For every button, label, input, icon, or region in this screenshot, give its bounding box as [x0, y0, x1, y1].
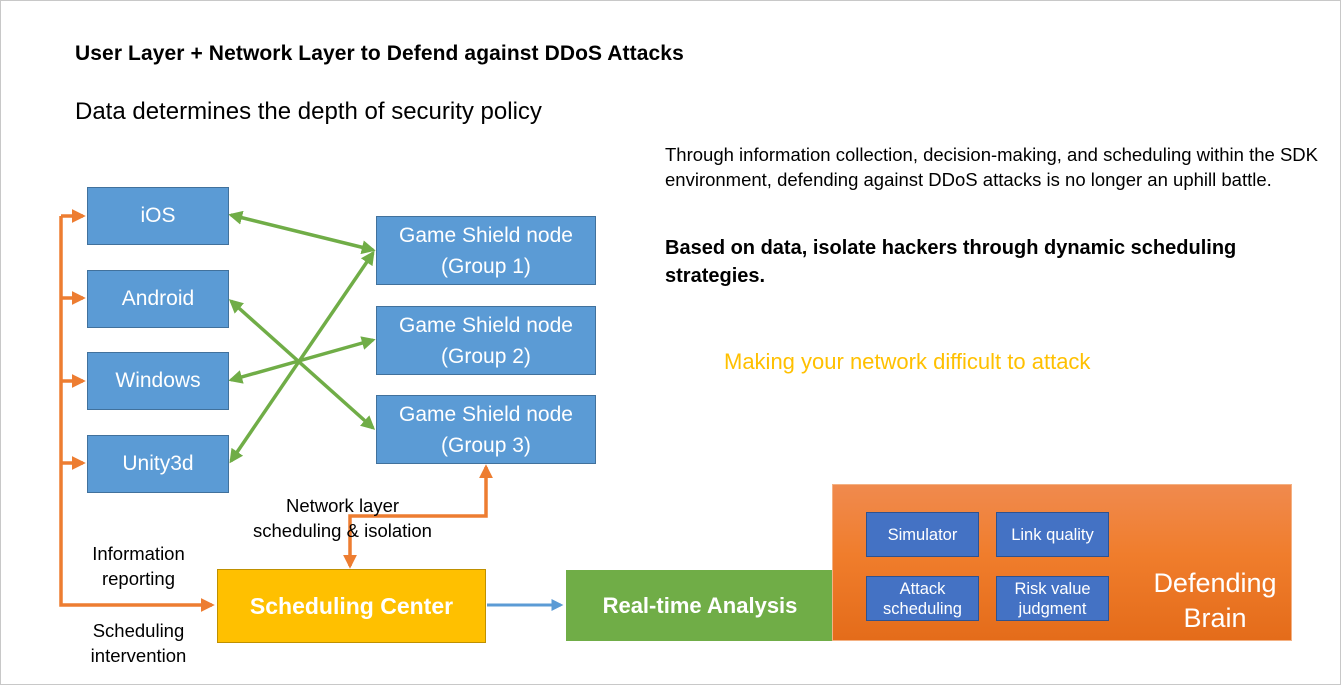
realtime-analysis-label: Real-time Analysis [602, 592, 798, 618]
client-ios[interactable]: iOS [87, 187, 229, 245]
network-layer-label: Network layer scheduling & isolation [240, 493, 445, 543]
link-ios-group1 [228, 210, 376, 255]
slide-subtitle: Data determines the depth of security po… [75, 98, 542, 125]
module-risk-value-judgment[interactable]: Risk value judgment [996, 576, 1109, 621]
shield-node-group1[interactable]: Game Shield node (Group 1) [376, 216, 596, 285]
slide-title: User Layer + Network Layer to Defend aga… [75, 42, 684, 65]
defending-brain-label-line1: Defending [1153, 568, 1277, 598]
client-unity3d[interactable]: Unity3d [87, 435, 229, 493]
module-label-line1: Risk value [1014, 579, 1091, 598]
network-layer-label-line1: Network layer [285, 495, 400, 516]
scheduling-center[interactable]: Scheduling Center [217, 569, 486, 643]
module-label-line2: judgment [1018, 599, 1087, 618]
sched-intervention-label: Scheduling intervention [76, 618, 201, 668]
shield-node-group: (Group 3) [441, 433, 531, 457]
info-reporting-label: Information reporting [76, 541, 201, 591]
info-reporting-label-line2: reporting [101, 568, 175, 589]
network-layer-path [343, 464, 493, 569]
shield-node-name: Game Shield node [399, 402, 573, 426]
module-simulator[interactable]: Simulator [866, 512, 979, 557]
link-android-group3 [228, 299, 376, 430]
defending-brain-label: Defending Brain [1140, 566, 1290, 636]
defending-brain-label-line2: Brain [1183, 603, 1247, 633]
client-label: Unity3d [122, 452, 194, 475]
network-layer-label-line2: scheduling & isolation [253, 520, 432, 541]
module-label-line2: scheduling [883, 599, 962, 618]
shield-node-name: Game Shield node [399, 223, 573, 247]
client-label: Android [121, 287, 195, 310]
module-label-line1: Attack [899, 579, 946, 598]
module-link-quality[interactable]: Link quality [996, 512, 1109, 557]
scheduling-center-label: Scheduling Center [249, 592, 454, 619]
shield-node-group2[interactable]: Game Shield node (Group 2) [376, 306, 596, 375]
description-bold-text: Based on data, isolate hackers through d… [665, 237, 1237, 287]
module-attack-scheduling[interactable]: Attack scheduling [866, 576, 979, 621]
realtime-analysis[interactable]: Real-time Analysis [566, 570, 834, 641]
client-label: iOS [140, 204, 176, 227]
shield-node-group3[interactable]: Game Shield node (Group 3) [376, 395, 596, 464]
description-text: Through information collection, decision… [665, 144, 1318, 190]
tagline: Making your network difficult to attack [724, 349, 1091, 374]
module-label: Link quality [1011, 525, 1094, 544]
client-windows[interactable]: Windows [87, 352, 229, 410]
info-reporting-label-line1: Information [92, 543, 185, 564]
client-label: Windows [115, 369, 201, 392]
info-reporting-bus [59, 216, 215, 612]
shield-node-name: Game Shield node [399, 313, 573, 337]
module-label: Simulator [887, 525, 958, 544]
client-android[interactable]: Android [87, 270, 229, 328]
shield-node-group: (Group 2) [441, 344, 531, 368]
sched-intervention-label-line1: Scheduling [92, 620, 185, 641]
sched-intervention-label-line2: intervention [90, 645, 187, 666]
shield-node-group: (Group 1) [441, 254, 531, 278]
link-unity3d-group1 [229, 250, 375, 464]
